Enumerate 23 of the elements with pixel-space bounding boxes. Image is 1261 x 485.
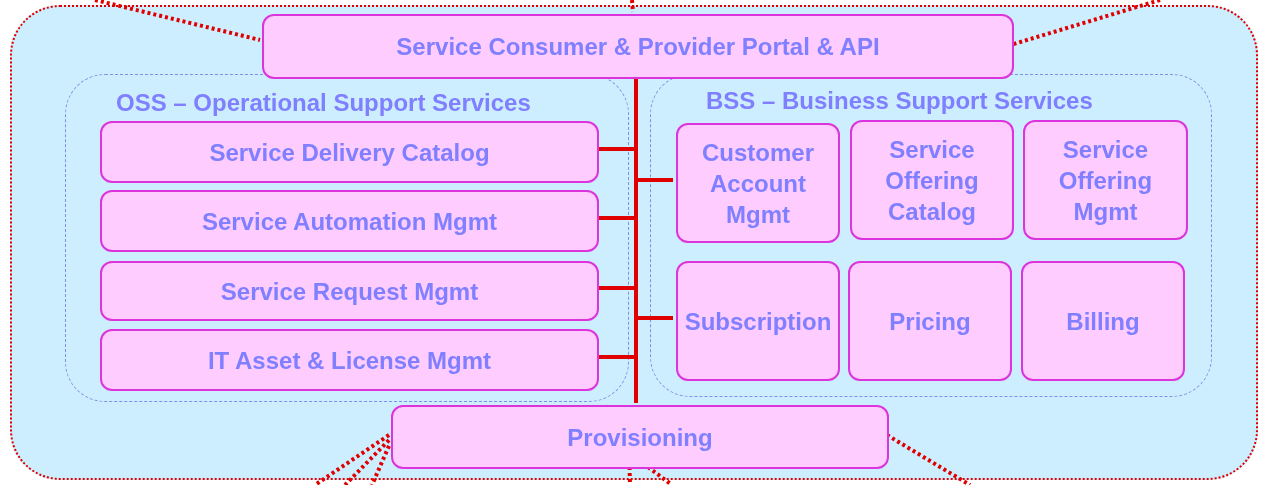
- component-box: IT Asset & License Mgmt: [100, 329, 599, 391]
- component-box: Service Delivery Catalog: [100, 121, 599, 183]
- dotted-connector: [1011, 0, 1161, 47]
- component-box: Provisioning: [391, 405, 889, 469]
- group-title: OSS – Operational Support Services: [116, 89, 531, 117]
- component-box: Service Offering Mgmt: [1023, 120, 1188, 240]
- component-box: Service Request Mgmt: [100, 261, 599, 321]
- component-box: Service Automation Mgmt: [100, 190, 599, 252]
- component-box: Service Consumer & Provider Portal & API: [262, 14, 1014, 79]
- group-outline: [650, 74, 1212, 397]
- component-box: Customer Account Mgmt: [676, 123, 840, 243]
- dotted-connector: [94, 0, 261, 42]
- component-box: Billing: [1021, 261, 1185, 381]
- dotted-connector: [370, 445, 391, 485]
- component-box: Service Offering Catalog: [850, 120, 1014, 240]
- component-box: Pricing: [848, 261, 1012, 381]
- system-boundary: [10, 5, 1258, 480]
- dotted-connector: [627, 466, 632, 485]
- dotted-connector: [343, 438, 391, 485]
- group-title: BSS – Business Support Services: [706, 87, 1093, 115]
- component-box: Subscription: [676, 261, 840, 381]
- group-outline: [65, 74, 629, 402]
- dotted-connector: [313, 433, 391, 485]
